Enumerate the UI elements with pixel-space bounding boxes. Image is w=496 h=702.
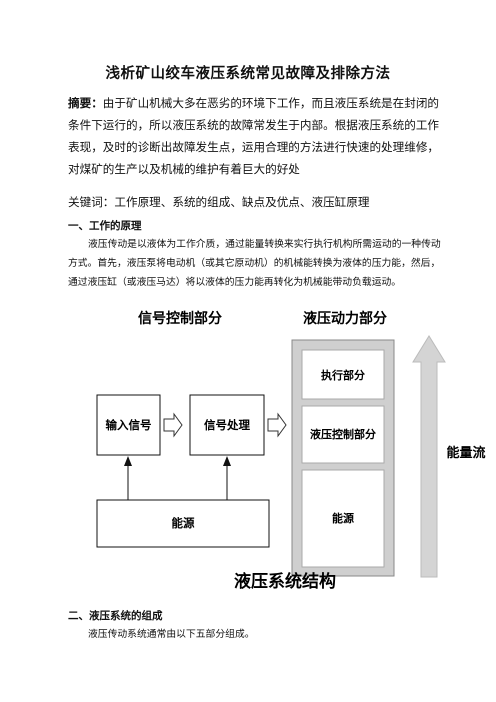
abstract-label: 摘要： — [68, 96, 103, 110]
signal-process-label: 信号处理 — [204, 418, 250, 432]
signal-process-box — [189, 394, 265, 456]
hollow-arrow-icon — [163, 412, 183, 438]
execution-part-label: 执行部分 — [321, 368, 365, 382]
input-signal-box — [96, 394, 161, 456]
diagram-left-title: 信号控制部分 — [138, 310, 222, 327]
stack-energy-box — [301, 469, 385, 568]
abstract-text: 由于矿山机械大多在恶劣的环境下工作，而且液压系统是在封闭的条件下运行的，所以液压… — [68, 96, 440, 176]
section2-paragraph: 液压传动系统通常由以下五部分组成。 — [88, 629, 255, 640]
execution-part-box — [301, 349, 385, 400]
section1-paragraph: 液压传动是以液体为工作介质，通过能量转换来实行执行机构所需运动的一种传动方式。首… — [68, 239, 441, 288]
section2-heading: 二、液压系统的组成 — [68, 610, 163, 622]
diagram-caption: 液压系统结构 — [234, 571, 336, 592]
keywords-line: 关键词：工作原理、系统的组成、缺点及优点、液压缸原理 — [68, 195, 370, 209]
input-signal-label: 输入信号 — [106, 418, 152, 432]
stack-energy-label: 能源 — [332, 511, 354, 525]
hydraulic-control-label: 液压控制部分 — [310, 427, 376, 441]
document-title: 浅析矿山绞车液压系统常见故障及排除方法 — [105, 65, 391, 82]
up-arrow-icon — [124, 456, 132, 466]
energy-source-box — [96, 499, 270, 548]
energy-source-label: 能源 — [172, 516, 195, 530]
energy-flow-arrow-icon — [412, 335, 446, 578]
energy-flow-label: 能量流 — [446, 445, 485, 461]
section1-heading: 一、工作的原理 — [68, 220, 142, 232]
hydraulic-control-box — [301, 405, 385, 464]
diagram-right-title: 液压动力部分 — [303, 310, 387, 327]
hollow-arrow-icon — [267, 412, 287, 438]
abstract-paragraph: 摘要：由于矿山机械大多在恶劣的环境下工作，而且液压系统是在封闭的条件下运行的，所… — [68, 92, 450, 180]
up-arrow-icon — [223, 456, 231, 466]
